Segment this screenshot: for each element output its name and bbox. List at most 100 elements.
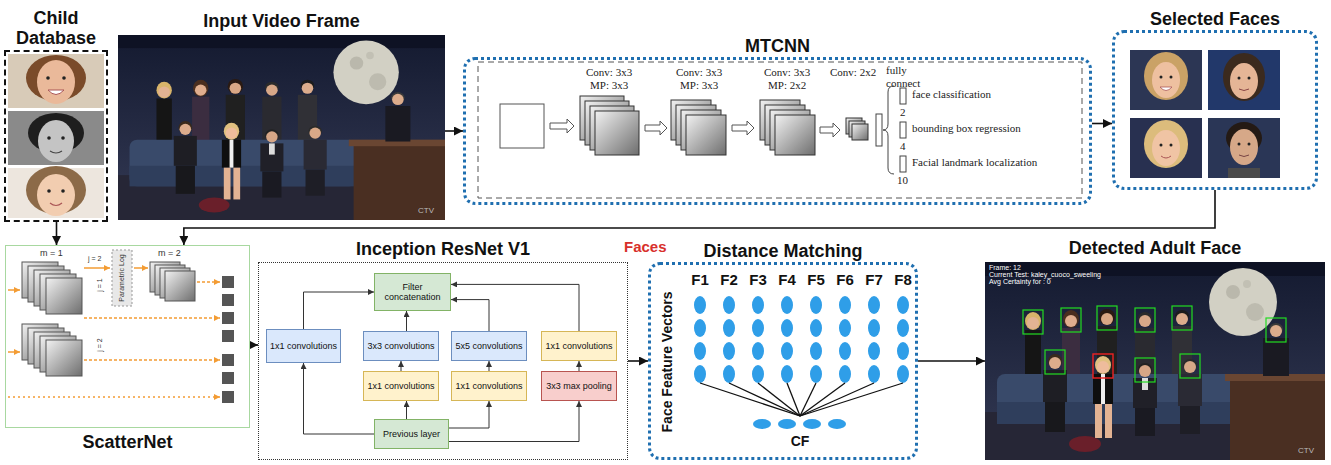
layer-param: MP: 3x3 (680, 79, 718, 92)
feature-vectors (723, 365, 735, 383)
child-faces (37, 174, 75, 216)
feature-vectors (868, 296, 880, 314)
feature-vectors (781, 365, 793, 383)
box-label: 5x5 convolutions (455, 341, 522, 351)
child-faces (50, 203, 62, 206)
arrow-connector (250, 344, 258, 346)
vector-name: CF (791, 433, 810, 449)
vector-name: F4 (778, 271, 796, 288)
panel-heading: ScatterNet (82, 432, 172, 453)
mtcnn-network (686, 115, 726, 155)
selected-face-thumbnails (1160, 144, 1163, 147)
child-faces (8, 54, 104, 218)
mtcnn-network (900, 122, 906, 138)
feature-vectors (694, 296, 706, 314)
selected-face-thumbnails (1161, 156, 1171, 158)
feature-vectors (868, 365, 880, 383)
scatternet-drawing (197, 281, 220, 283)
feature-vectors (810, 319, 822, 337)
arrow-connector (56, 222, 58, 245)
child-faces (48, 90, 64, 95)
feature-vectors (839, 319, 851, 337)
child-faces (37, 60, 75, 104)
feature-vectors (723, 296, 735, 314)
detected-frame-picture (1061, 308, 1081, 332)
vector-name: F5 (807, 271, 825, 288)
scatternet-drawing (84, 267, 110, 269)
selected-face-thumbnails (1238, 77, 1241, 80)
axis-label: Face Feature Vectors (659, 292, 675, 433)
scatternet-drawing (84, 359, 220, 361)
layer-param: Conv: 2x2 (830, 66, 876, 79)
mtcnn-network (500, 104, 544, 148)
vector-name: F8 (894, 271, 912, 288)
box-label: 1x1 convolutions (270, 341, 337, 351)
arrow-connector (489, 361, 490, 371)
selected-face-thumbnails (1152, 130, 1180, 166)
scatternet-drawing (8, 250, 234, 403)
box-label: 3x3 max pooling (546, 381, 612, 391)
scale-label: j = 2 (96, 338, 104, 351)
detected-frame-picture (1172, 306, 1192, 330)
arrow-connector (918, 360, 985, 362)
child-faces (8, 168, 104, 218)
selected-face-thumbnails (1208, 50, 1280, 110)
scatternet-drawing (222, 312, 234, 324)
panel-heading: Input Video Frame (203, 11, 360, 32)
child-faces (38, 120, 74, 162)
child-faces (8, 54, 104, 108)
box-label: 1x1 convolutions (455, 381, 522, 391)
feature-vectors (810, 342, 822, 360)
feature-vectors (787, 383, 800, 416)
overlay-text: Current Test: kaley_cuoco_sweeling (989, 271, 1101, 279)
scatternet-drawing (222, 330, 234, 342)
mtcnn-network (732, 121, 754, 135)
arrow-connector (304, 292, 375, 329)
feature-vectors (897, 342, 909, 360)
panel-heading: Distance Matching (703, 241, 862, 262)
video-frame-picture (118, 35, 445, 220)
panel-heading: Inception ResNet V1 (356, 239, 530, 260)
scatternet-drawing (222, 294, 234, 306)
feature-vectors (810, 296, 822, 314)
watermark: CTV (1298, 446, 1314, 455)
selected-face-thumbnails (1239, 155, 1249, 157)
selected-face-thumbnails (1144, 52, 1188, 100)
layer-param: Conv: 3x3 (586, 66, 632, 79)
layer-param: MP: 2x2 (768, 79, 806, 92)
vector-name: F6 (836, 271, 854, 288)
feature-vectors (781, 319, 793, 337)
arrow-connector (406, 401, 407, 419)
layer-param: Conv: 3x3 (676, 66, 722, 79)
feature-vectors (868, 319, 880, 337)
output-name: bounding box regression (912, 122, 1021, 135)
selected-face-thumbnails (1130, 118, 1202, 178)
mtcnn-network (595, 111, 639, 155)
feature-vectors (729, 383, 800, 416)
panel-heading: Detected Adult Face (1069, 238, 1241, 259)
vector-name: F3 (749, 271, 767, 288)
scatternet-drawing (46, 278, 82, 314)
feature-vectors (694, 365, 706, 383)
scatternet-drawing (112, 250, 132, 306)
operation-label: Parametric Log (118, 254, 126, 301)
scatternet-drawing (84, 317, 220, 319)
panel-heading: MTCNN (745, 36, 810, 57)
mtcnn-network (900, 88, 906, 104)
panel-heading: Child Database (6, 8, 106, 49)
conv-box: 5x5 convolutions (451, 331, 527, 361)
output-size: 4 (900, 140, 906, 153)
pool-box: 3x3 max pooling (541, 371, 617, 401)
selected-face-thumbnails (1160, 76, 1163, 79)
selected-face-thumbnails (1248, 143, 1251, 146)
scatternet-drawing (8, 289, 20, 291)
box-label: Previous layer (383, 429, 440, 439)
scatternet-drawing (134, 267, 148, 269)
video-frame: Input Video Frame (118, 35, 445, 220)
arrow-connector (451, 300, 489, 331)
child-faces (8, 111, 104, 165)
detected-frame-picture (1097, 306, 1117, 330)
mtcnn-network (876, 114, 882, 146)
